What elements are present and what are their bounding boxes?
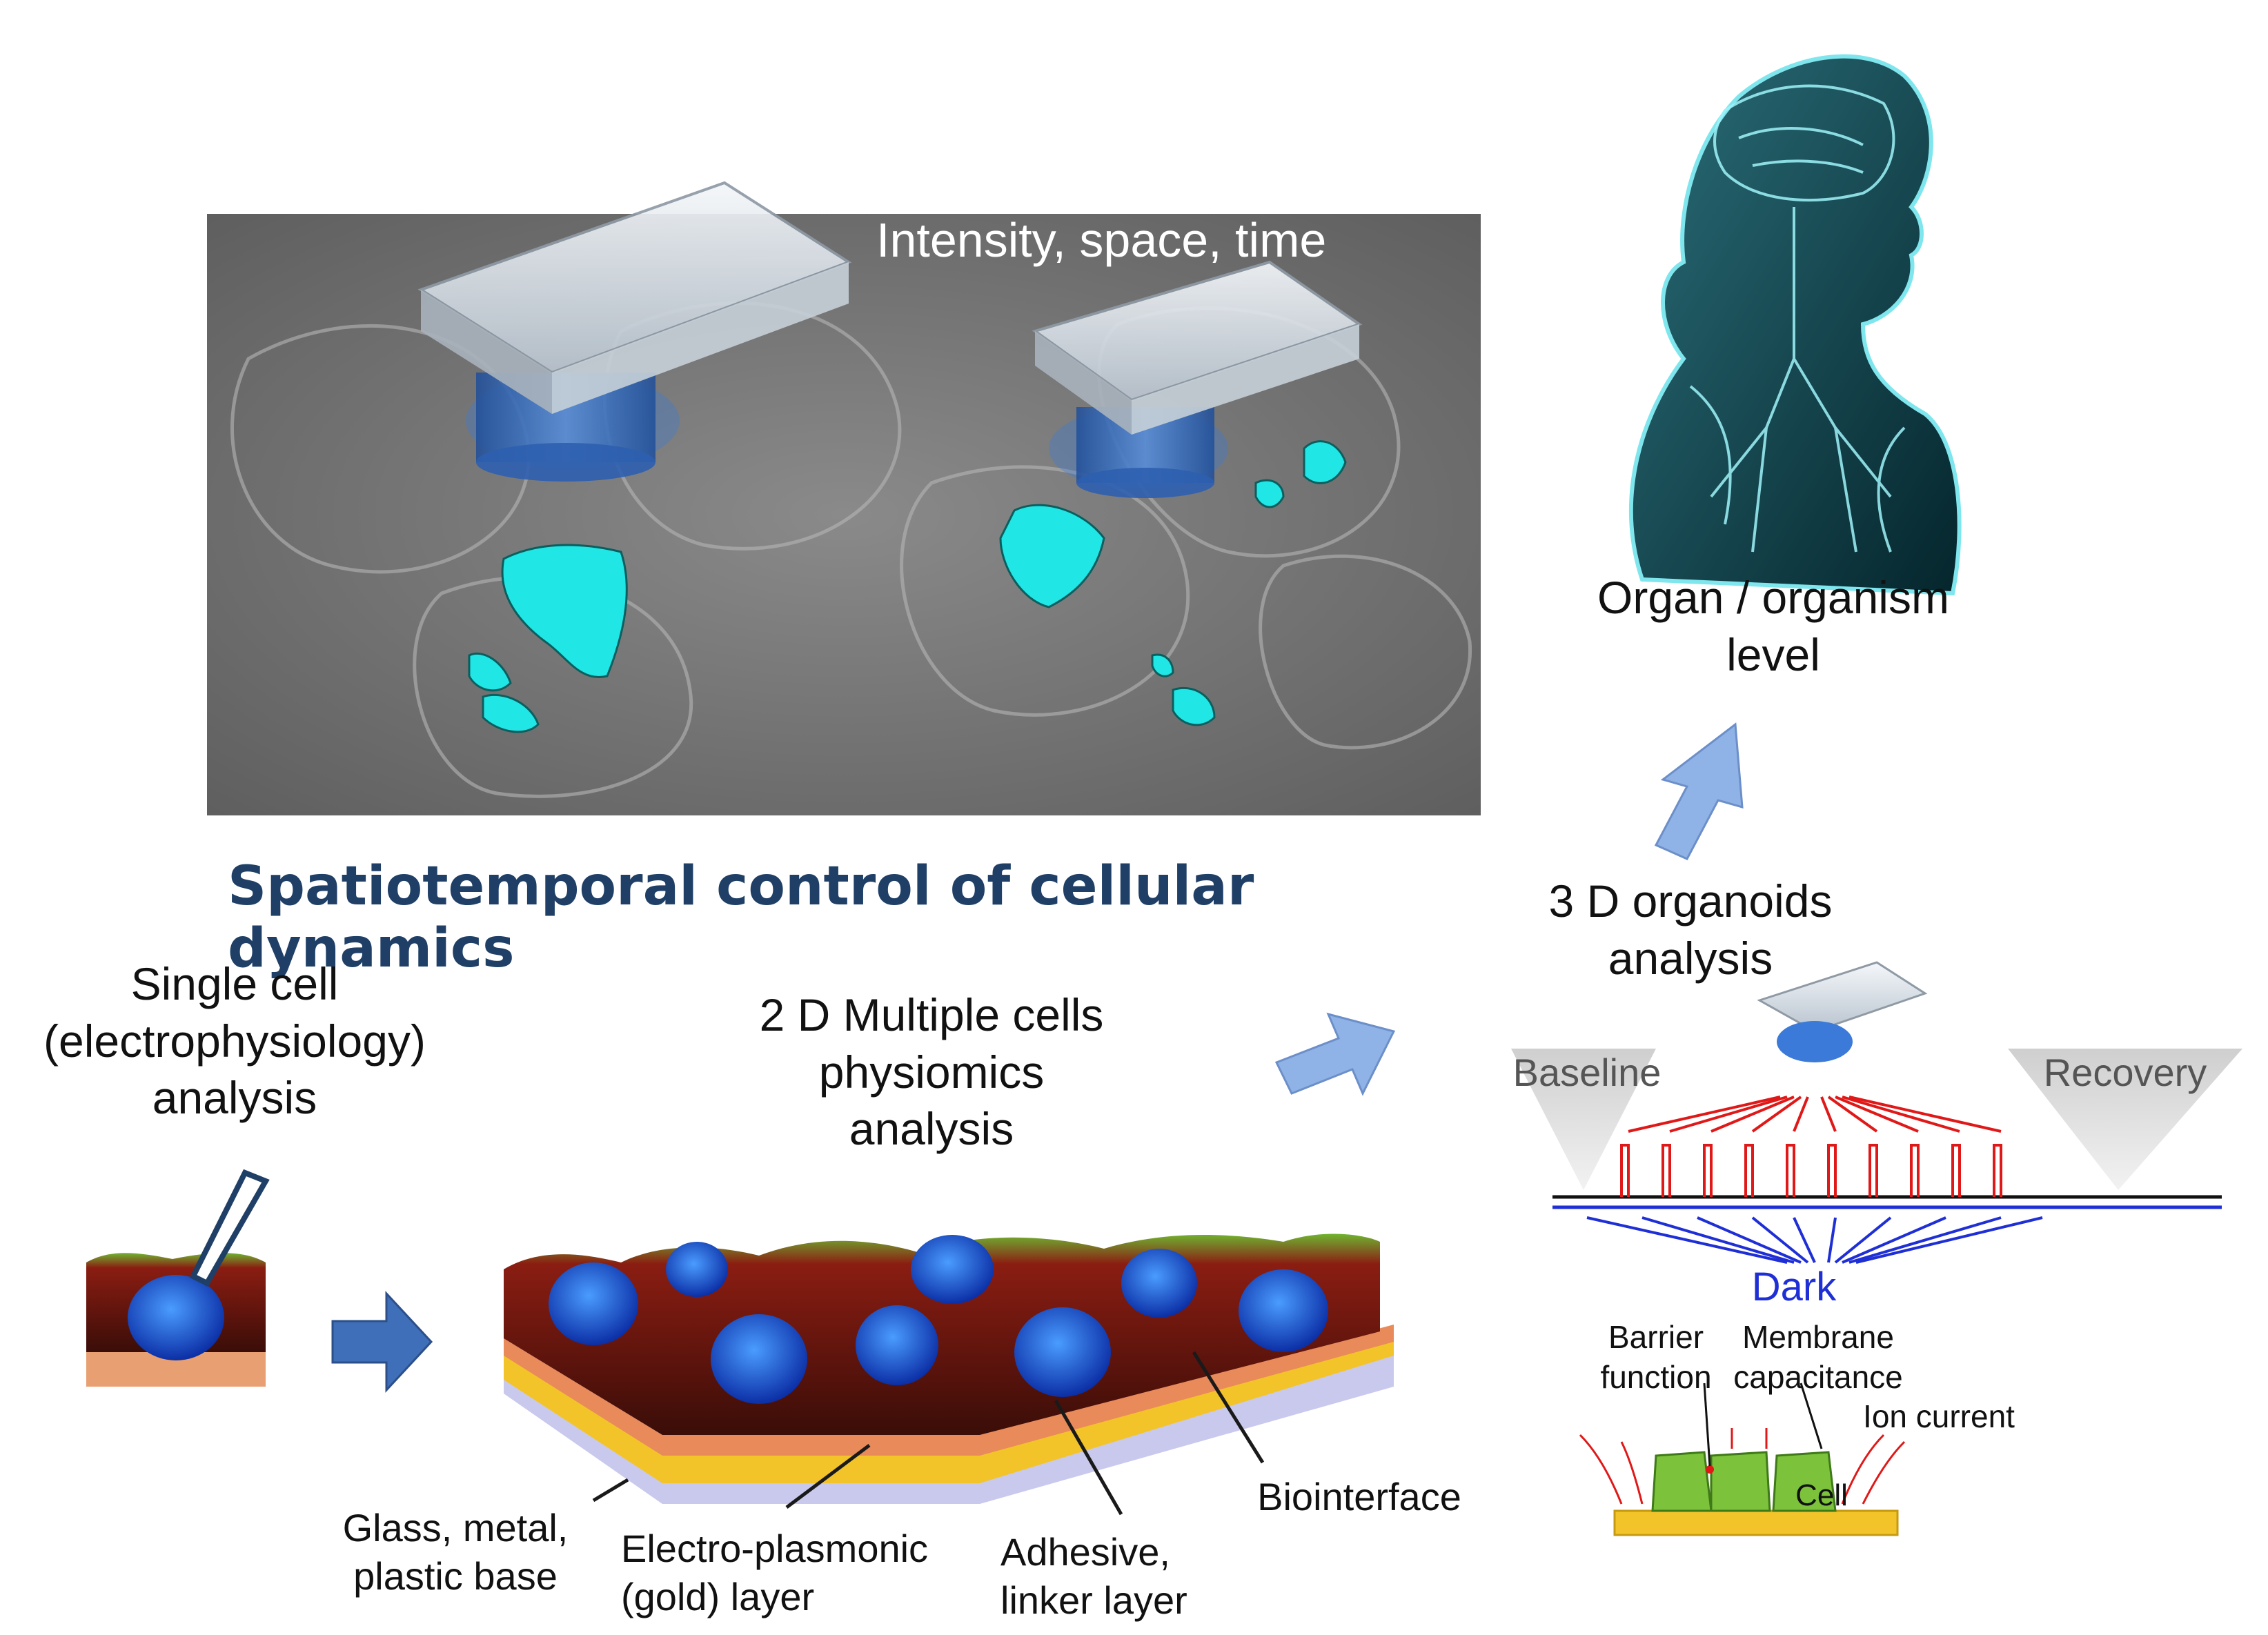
- single-cell-illustration: [86, 1169, 270, 1387]
- ion-current-label: Ion current: [1863, 1398, 2015, 1434]
- microscopy-panel: [207, 181, 1481, 815]
- recovery-label: Recovery: [2043, 1051, 2207, 1094]
- dark-label: Dark: [1751, 1265, 1837, 1309]
- gold-layer-label: Electro-plasmonic (gold) layer: [621, 1527, 929, 1618]
- barrier-function-label: Barrier function: [1600, 1319, 1712, 1395]
- recovery-cone: [2008, 1049, 2242, 1190]
- stimulation-scheme: [1511, 961, 2242, 1536]
- base-layer-label: Glass, metal, plastic base: [342, 1506, 569, 1598]
- single-to-multi-arrow: [331, 1291, 433, 1393]
- multi-to-3d-arrow: [1274, 1012, 1396, 1096]
- organoids-label: 3 D organoids analysis: [1548, 875, 1833, 984]
- cell-label: Cell: [1795, 1478, 1848, 1512]
- 3d-to-organ-arrow: [1654, 722, 1744, 860]
- figure-title: Spatiotemporal control of cellular dynam…: [228, 855, 1254, 980]
- single-cell-label: Single cell (electrophysiology) analysis: [43, 958, 426, 1123]
- baseline-cone: [1511, 1049, 1656, 1190]
- microscopy-caption: Intensity, space, time: [876, 213, 1327, 267]
- multi-cell-label: 2 D Multiple cells physiomics analysis: [759, 989, 1104, 1154]
- organ-level-label: Organ / organism level: [1597, 572, 1949, 680]
- adhesive-layer-label: Adhesive, linker layer: [1000, 1530, 1187, 1622]
- biointerface-label: Biointerface: [1257, 1475, 1461, 1518]
- membrane-capacitance-label: Membrane capacitance: [1733, 1319, 1903, 1395]
- multi-cell-illustration: [504, 1233, 1394, 1516]
- progression-arrows: [331, 722, 1744, 1393]
- baseline-label: Baseline: [1512, 1051, 1661, 1094]
- human-body-illustration: [1628, 54, 1962, 596]
